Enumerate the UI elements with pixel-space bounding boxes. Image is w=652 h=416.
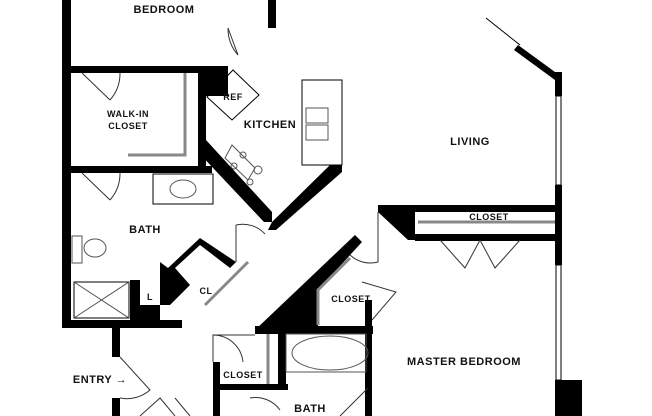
room-label-entry: ENTRY →: [72, 374, 128, 386]
room-label-master-bedroom: MASTER BEDROOM: [407, 356, 521, 368]
walls: [62, 0, 582, 416]
windows: [485, 17, 562, 381]
room-label-cl: CL: [199, 286, 213, 296]
room-label-walk-in-closet: WALK-IN CLOSET: [107, 109, 149, 131]
room-label-bath: BATH: [294, 403, 326, 415]
room-label-living: LIVING: [450, 136, 490, 148]
room-label-closet: CLOSET: [469, 212, 509, 222]
room-label-bath: BATH: [129, 224, 161, 236]
doors: [81, 27, 521, 416]
fixtures: [71, 69, 555, 384]
room-label-closet: CLOSET: [223, 370, 263, 380]
room-label-bedroom: BEDROOM: [133, 4, 195, 16]
room-label-ref: REF: [223, 92, 243, 102]
room-label-linen: L: [147, 292, 153, 302]
room-label-kitchen: KITCHEN: [243, 119, 297, 131]
room-label-closet: CLOSET: [331, 294, 371, 304]
